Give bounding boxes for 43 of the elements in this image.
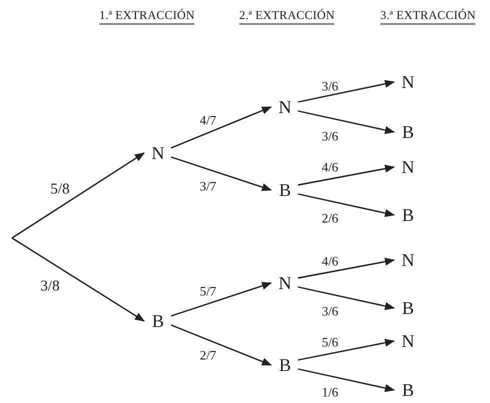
outcome-letter: B — [278, 180, 291, 200]
arrow — [170, 156, 272, 191]
arrow — [170, 324, 272, 366]
edge-label: 3/6 — [322, 80, 338, 92]
edge-label: 3/7 — [200, 180, 216, 192]
arrow — [298, 258, 395, 279]
arrow — [12, 237, 145, 322]
outcome-letter: N — [278, 97, 292, 117]
outcome-letter: N — [402, 250, 414, 270]
outcome-letter: B — [402, 298, 414, 318]
outcome-letter: N — [278, 273, 292, 293]
outcome-letter: B — [402, 380, 414, 400]
edge-label: 4/6 — [322, 254, 338, 268]
arrow — [298, 286, 395, 310]
edge-label: 2/6 — [322, 212, 338, 224]
edge-label: 3/6 — [322, 130, 338, 142]
outcome-letter: N — [402, 331, 414, 351]
outcome-letter: B — [402, 205, 414, 225]
arrow — [298, 368, 395, 392]
edge-label: 5/7 — [200, 284, 216, 298]
edge-label: 5/6 — [322, 336, 338, 348]
outcome-letter: B — [152, 311, 164, 331]
outcome-letter: B — [402, 122, 414, 142]
outcome-letter: N — [402, 157, 414, 177]
arrow — [170, 282, 272, 317]
arrow — [298, 164, 395, 186]
arrow — [298, 80, 395, 103]
edge-label: 1/6 — [322, 386, 338, 398]
edge-label: 2/7 — [200, 348, 216, 362]
arrow — [298, 110, 395, 134]
edge-label: 4/6 — [322, 160, 338, 174]
column-heading: 1.ª EXTRACCIÓN — [99, 8, 195, 25]
edge-label: 4/7 — [200, 114, 216, 126]
outcome-letter: N — [152, 143, 164, 163]
arrow — [298, 193, 395, 217]
column-heading: 2.ª EXTRACCIÓN — [239, 8, 335, 25]
column-heading: 3.ª EXTRACCIÓN — [380, 8, 476, 25]
outcome-letter: N — [402, 72, 414, 92]
arrow — [170, 106, 272, 149]
arrow — [298, 338, 395, 361]
arrow — [12, 152, 145, 239]
outcome-letter: B — [278, 355, 291, 375]
edge-label: 3/6 — [322, 304, 338, 318]
